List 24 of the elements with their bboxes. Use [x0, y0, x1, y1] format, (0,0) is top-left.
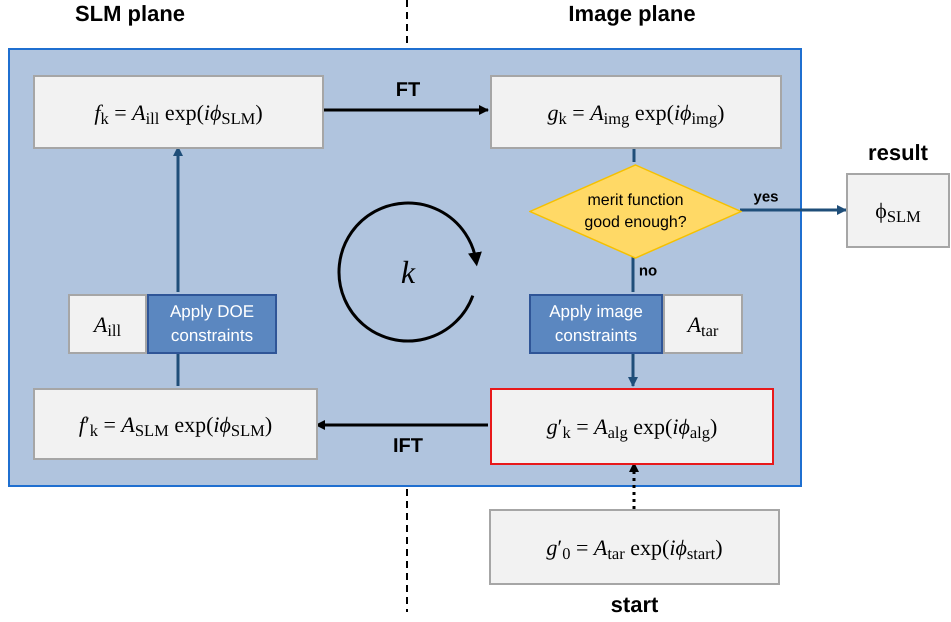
formula-box: f$_{k}$ = A$_{ill}$ exp(iϕ$_{SLM}$): [33, 75, 324, 149]
formula-box: A$_{tar}$: [663, 294, 743, 354]
loop-index-label: k: [400, 256, 416, 288]
formula-box: f′$_{k}$ = A$_{SLM}$ exp(iϕ$_{SLM}$): [33, 388, 318, 460]
plane-heading: SLM plane: [75, 3, 185, 25]
formula-box: g′$_{k}$ = A$_{alg}$ exp(iϕ$_{alg}$): [490, 388, 774, 465]
loop-panel: [8, 48, 802, 487]
arrow: [315, 420, 488, 430]
plane-heading: Image plane: [568, 3, 696, 25]
arrow: [629, 462, 639, 509]
process-box: Apply image constraints: [529, 294, 663, 354]
arrow: [322, 105, 489, 115]
arrow: [740, 205, 847, 215]
decision-diamond: [529, 164, 742, 259]
formula-box: A$_{ill}$: [68, 294, 147, 354]
formula-box: g$_{k}$ = A$_{img}$ exp(iϕ$_{img}$): [490, 75, 782, 149]
formula-box: g′$_{0}$ = A$_{tar}$ exp(iϕ$_{start}$): [489, 509, 780, 585]
arrow: [628, 352, 638, 387]
process-box: Apply DOE constraints: [147, 294, 277, 354]
node-caption: result: [867, 139, 929, 167]
decision-text: merit function good enough?: [583, 190, 688, 232]
arrow: [173, 146, 183, 292]
formula-box: ϕ$_{SLM}$: [846, 173, 950, 248]
node-caption: start: [610, 591, 660, 619]
